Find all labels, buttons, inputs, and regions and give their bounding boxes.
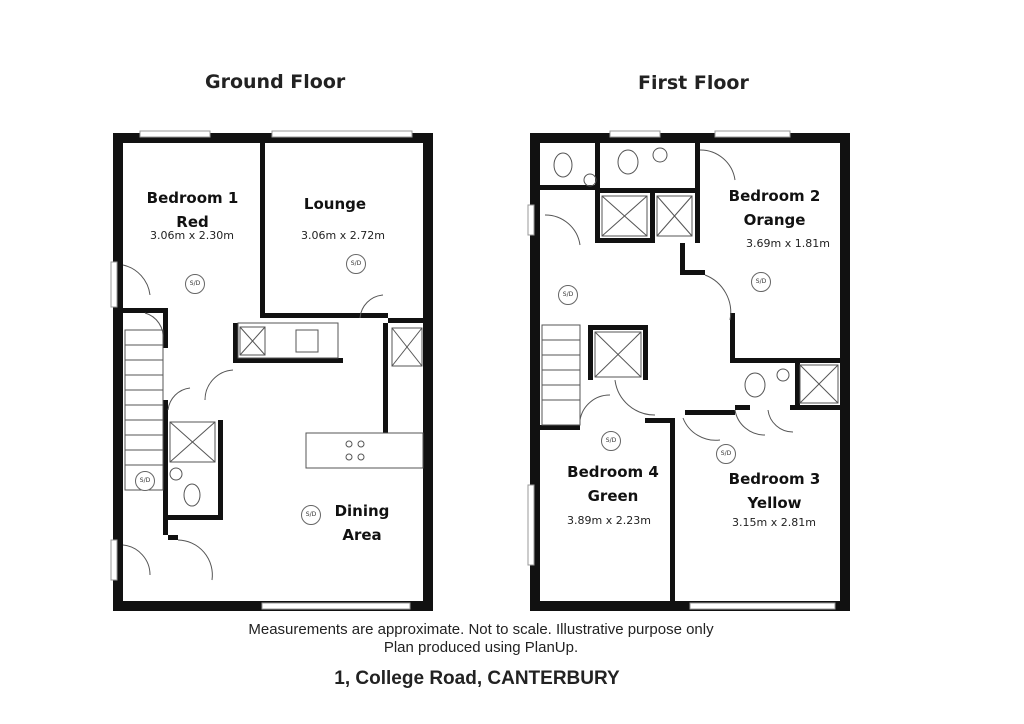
room-name-lounge: Lounge [303,195,367,213]
ground-floor-fixtures [122,264,424,581]
smoke-detector-icon: S/D [301,505,321,525]
room-dimensions-bedroom-4: 3.89m x 2.23m [567,514,651,527]
room-name-bedroom-2: Bedroom 2 Orange [728,187,821,229]
room-name-bedroom-3: Bedroom 3 Yellow [728,470,821,512]
smoke-detector-icon: S/D [185,274,205,294]
first-floor-fixtures [541,147,839,441]
smoke-detector-icon: S/D [601,431,621,451]
room-name-bedroom-4: Bedroom 4 Green [567,463,659,505]
room-dimensions-lounge: 3.06m x 2.72m [301,229,385,242]
disclaimer-line-1: Measurements are approximate. Not to sca… [248,621,714,638]
room-name-dining-area: Dining Area [334,502,390,544]
disclaimer-line-2: Plan produced using PlanUp. [383,639,579,656]
smoke-detector-icon: S/D [751,272,771,292]
first-floor-title: First Floor [638,72,749,94]
room-dimensions-bedroom-3: 3.15m x 2.81m [732,516,816,529]
smoke-detector-icon: S/D [135,471,155,491]
ground-floor-title: Ground Floor [205,71,346,93]
room-name-bedroom-1: Bedroom 1 Red [146,189,239,231]
smoke-detector-icon: S/D [716,444,736,464]
smoke-detector-icon: S/D [346,254,366,274]
property-address: 1, College Road, CANTERBURY [334,668,620,689]
smoke-detector-icon: S/D [558,285,578,305]
room-dimensions-bedroom-1: 3.06m x 2.30m [150,229,234,242]
first-floor-windows [527,130,836,610]
room-dimensions-bedroom-2: 3.69m x 1.81m [746,237,830,250]
ground-floor-windows [110,130,413,610]
